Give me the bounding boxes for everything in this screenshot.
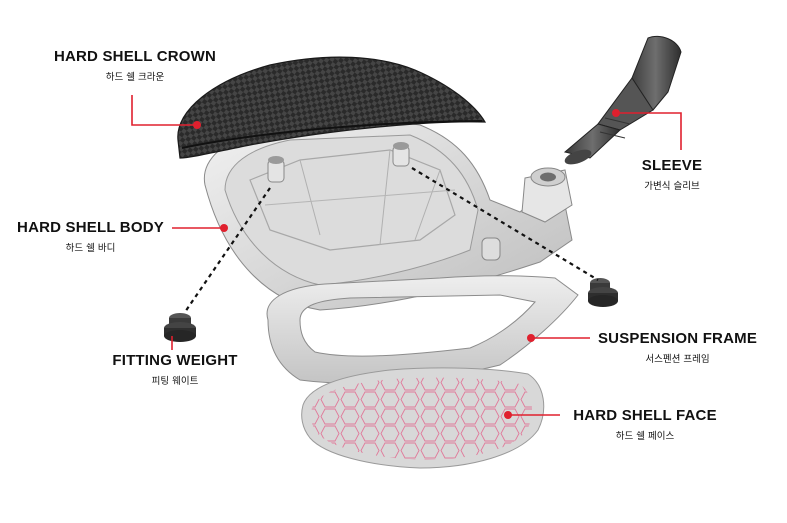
label-ko: 하드 쉘 페이스	[615, 431, 675, 442]
leader-lines	[131, 95, 682, 416]
label-hard-shell-crown: HARD SHELL CROWN 하드 쉘 크라운	[40, 48, 230, 83]
dot-face	[504, 411, 512, 419]
hard-shell-crown	[177, 56, 487, 159]
leader-crown	[131, 95, 195, 126]
dot-body	[220, 224, 228, 232]
leader-dots	[193, 109, 620, 419]
label-en: SUSPENSION FRAME	[597, 330, 758, 347]
label-ko: 하드 쉘 크라운	[105, 72, 165, 83]
fitting-weight-right	[588, 278, 618, 307]
sleeve	[563, 35, 682, 165]
dot-sleeve	[612, 109, 620, 117]
dot-frame	[527, 334, 535, 342]
label-en: HARD SHELL BODY	[17, 219, 164, 236]
label-en: HARD SHELL CROWN	[53, 48, 217, 65]
suspension-frame	[266, 275, 579, 384]
label-en: SLEEVE	[641, 157, 703, 174]
label-suspension-frame: SUSPENSION FRAME 서스펜션 프레임	[590, 330, 765, 365]
assembly-dashed-lines	[184, 167, 599, 313]
label-sleeve: SLEEVE 가변식 슬리브	[622, 157, 722, 192]
label-ko: 서스펜션 프레임	[645, 354, 710, 365]
label-ko: 가변식 슬리브	[644, 181, 700, 192]
label-en: HARD SHELL FACE	[573, 407, 717, 424]
hard-shell-body	[203, 117, 573, 311]
fitting-weight-left	[164, 313, 196, 342]
leader-sleeve	[620, 112, 682, 150]
dot-crown	[193, 121, 201, 129]
label-ko: 피팅 웨이트	[151, 376, 199, 387]
label-ko: 하드 쉘 바디	[65, 243, 116, 254]
label-fitting-weight: FITTING WEIGHT 피팅 웨이트	[95, 352, 255, 387]
label-hard-shell-face: HARD SHELL FACE 하드 쉘 페이스	[560, 407, 730, 442]
hard-shell-face	[301, 367, 545, 469]
label-en: FITTING WEIGHT	[112, 352, 238, 369]
label-hard-shell-body: HARD SHELL BODY 하드 쉘 바디	[8, 219, 173, 254]
